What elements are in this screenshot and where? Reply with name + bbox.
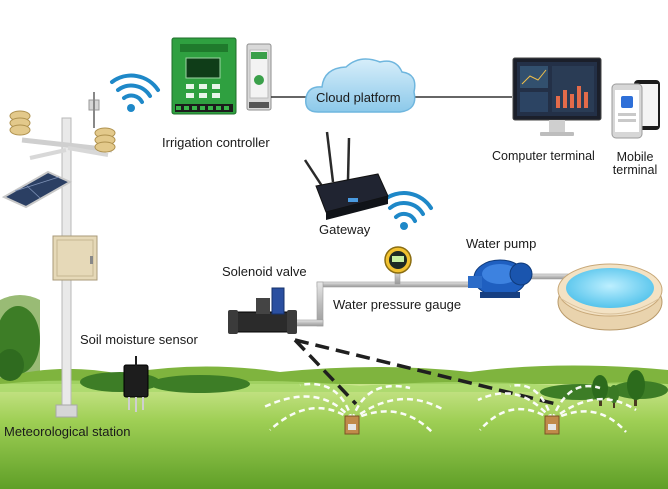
cloud-icon	[305, 58, 416, 113]
valve-icon	[228, 287, 297, 334]
label-gateway: Gateway	[319, 222, 371, 237]
irrigation-controller-device	[171, 37, 237, 115]
label-water-pressure-gauge: Water pressure gauge	[333, 297, 462, 312]
label-water-pump: Water pump	[466, 236, 537, 251]
control-signal-line	[293, 338, 358, 406]
wifi-icon	[382, 191, 433, 230]
label-computer-terminal: Computer terminal	[492, 149, 595, 163]
label-cloud-platform: Cloud platform	[316, 90, 401, 105]
sprinkler-icon	[477, 383, 637, 435]
smartphone-icon	[611, 80, 660, 139]
label-soil-moisture-sensor: Soil moisture sensor	[80, 332, 198, 347]
label-mobile-terminal: Mobile terminal	[612, 150, 658, 178]
control-signal-line	[294, 338, 557, 406]
label-solenoid-valve: Solenoid valve	[222, 264, 307, 279]
label-irrigation-controller: Irrigation controller	[162, 135, 270, 150]
sprinkler-icon	[261, 382, 445, 435]
label-meteorological-station: Meteorological station	[4, 424, 131, 439]
pool-icon	[557, 263, 663, 331]
power-module-device	[246, 43, 272, 111]
pump-icon	[468, 259, 533, 298]
wifi-icon	[110, 73, 160, 112]
solar-panel-icon	[1, 170, 73, 209]
computer-monitor-icon	[512, 57, 602, 136]
router-icon	[303, 131, 389, 220]
weather-station-icon	[1, 92, 116, 418]
soil-sensor-icon	[123, 356, 149, 412]
pressure-gauge-icon	[384, 246, 412, 274]
